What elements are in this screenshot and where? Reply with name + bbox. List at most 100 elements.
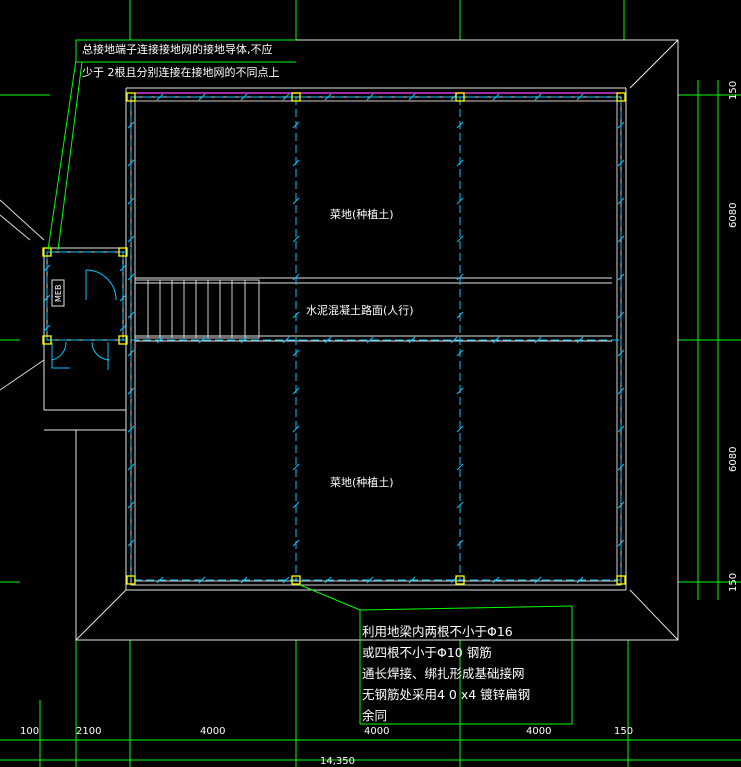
hatch-tick (617, 539, 625, 547)
hatch-tick (127, 425, 135, 433)
room-label-bottom-garden: 菜地(种植土) (330, 475, 394, 489)
hatch-tick (119, 294, 127, 302)
hatch-tick (617, 235, 625, 243)
hatch-tick (617, 159, 625, 167)
grounding-node (616, 92, 626, 102)
hatch-tick (127, 159, 135, 167)
hatch-tick (456, 463, 464, 471)
grid-hatch-ticks (43, 93, 625, 584)
hatch-tick (127, 121, 135, 129)
dim-right-1: 150 (728, 81, 739, 100)
grounding-node (291, 575, 301, 585)
hatch-tick (240, 576, 248, 584)
hatch-tick (127, 349, 135, 357)
hatch-tick (456, 121, 464, 129)
hatch-tick (408, 336, 416, 344)
hatch-tick (43, 324, 51, 332)
hatch-tick (576, 576, 584, 584)
hatch-tick (292, 273, 300, 281)
hatch-tick (617, 349, 625, 357)
hatch-tick (292, 235, 300, 243)
hatch-tick (456, 197, 464, 205)
grounding-node (455, 575, 465, 585)
staircase (134, 279, 260, 339)
hatch-tick (43, 264, 51, 272)
hatch-tick (156, 336, 164, 344)
note-bottom-line5: 余同 (362, 708, 387, 723)
note-bottom-line4: 无钢筋处采用4 0 x4 镀锌扁钢 (362, 687, 530, 702)
hatch-tick (324, 576, 332, 584)
hatch-tick (127, 273, 135, 281)
dim-bottom-2: 2100 (76, 726, 101, 737)
room-label-path: 水泥混凝土路面(人行) (306, 303, 414, 317)
note-top-line2: 少于 2根且分别连接在接地网的不同点上 (82, 65, 280, 79)
hatch-tick (198, 93, 206, 101)
hatch-tick (617, 121, 625, 129)
grounding-node (291, 92, 301, 102)
grounding-node (42, 335, 52, 345)
grounding-nodes (42, 92, 626, 585)
hatch-tick (324, 336, 332, 344)
hatch-tick (292, 159, 300, 167)
dim-bottom-6: 150 (614, 726, 633, 737)
grounding-grid (46, 96, 622, 581)
note-bottom-line2: 或四根不小于Φ10 钢筋 (362, 645, 492, 660)
hatch-tick (534, 93, 542, 101)
hatch-tick (292, 121, 300, 129)
hatch-tick (156, 93, 164, 101)
dim-bottom-1: 100 (20, 726, 39, 737)
grounding-node (118, 247, 128, 257)
hatch-tick (198, 576, 206, 584)
hatch-tick (156, 576, 164, 584)
hatch-tick (292, 463, 300, 471)
hatch-tick (127, 501, 135, 509)
hatch-tick (492, 93, 500, 101)
hatch-tick (456, 501, 464, 509)
wall-lines (130, 96, 622, 586)
hatch-tick (292, 501, 300, 509)
hatch-tick (456, 425, 464, 433)
hatch-tick (617, 311, 625, 319)
room-label-top-garden: 菜地(种植土) (330, 207, 394, 221)
hatch-tick (282, 576, 290, 584)
hatch-tick (292, 311, 300, 319)
hatch-tick (576, 93, 584, 101)
hatch-tick (617, 463, 625, 471)
hatch-tick (492, 576, 500, 584)
meb-label: MEB (54, 285, 63, 302)
dim-bottom-4: 4000 (364, 726, 389, 737)
hatch-tick (127, 197, 135, 205)
hatch-tick (127, 539, 135, 547)
grounding-node (455, 92, 465, 102)
hatch-tick (292, 197, 300, 205)
dim-right-2: 6080 (728, 203, 739, 228)
dim-right-4: 150 (728, 573, 739, 592)
hatch-tick (450, 336, 458, 344)
hatch-tick (119, 324, 127, 332)
hatch-tick (198, 336, 206, 344)
hatch-tick (492, 336, 500, 344)
hatch-tick (456, 349, 464, 357)
hatch-tick (408, 576, 416, 584)
grounding-node (616, 575, 626, 585)
hatch-tick (456, 273, 464, 281)
note-bottom-line3: 通长焊接、绑扎形成基础接网 (362, 666, 525, 681)
hatch-tick (127, 235, 135, 243)
leader-lines (47, 39, 573, 725)
hatch-tick (43, 294, 51, 302)
dim-bottom-3: 4000 (200, 726, 225, 737)
hatch-tick (366, 336, 374, 344)
dim-right-3: 6080 (728, 447, 739, 472)
hatch-tick (127, 311, 135, 319)
note-top-line1: 总接地端子连接接地网的接地导体,不应 (82, 42, 273, 56)
hatch-tick (119, 264, 127, 272)
hatch-tick (292, 425, 300, 433)
hatch-tick (456, 387, 464, 395)
meb-box: MEB (51, 279, 65, 307)
hatch-tick (456, 539, 464, 547)
hatch-tick (617, 501, 625, 509)
hatch-tick (576, 336, 584, 344)
hatch-tick (240, 93, 248, 101)
